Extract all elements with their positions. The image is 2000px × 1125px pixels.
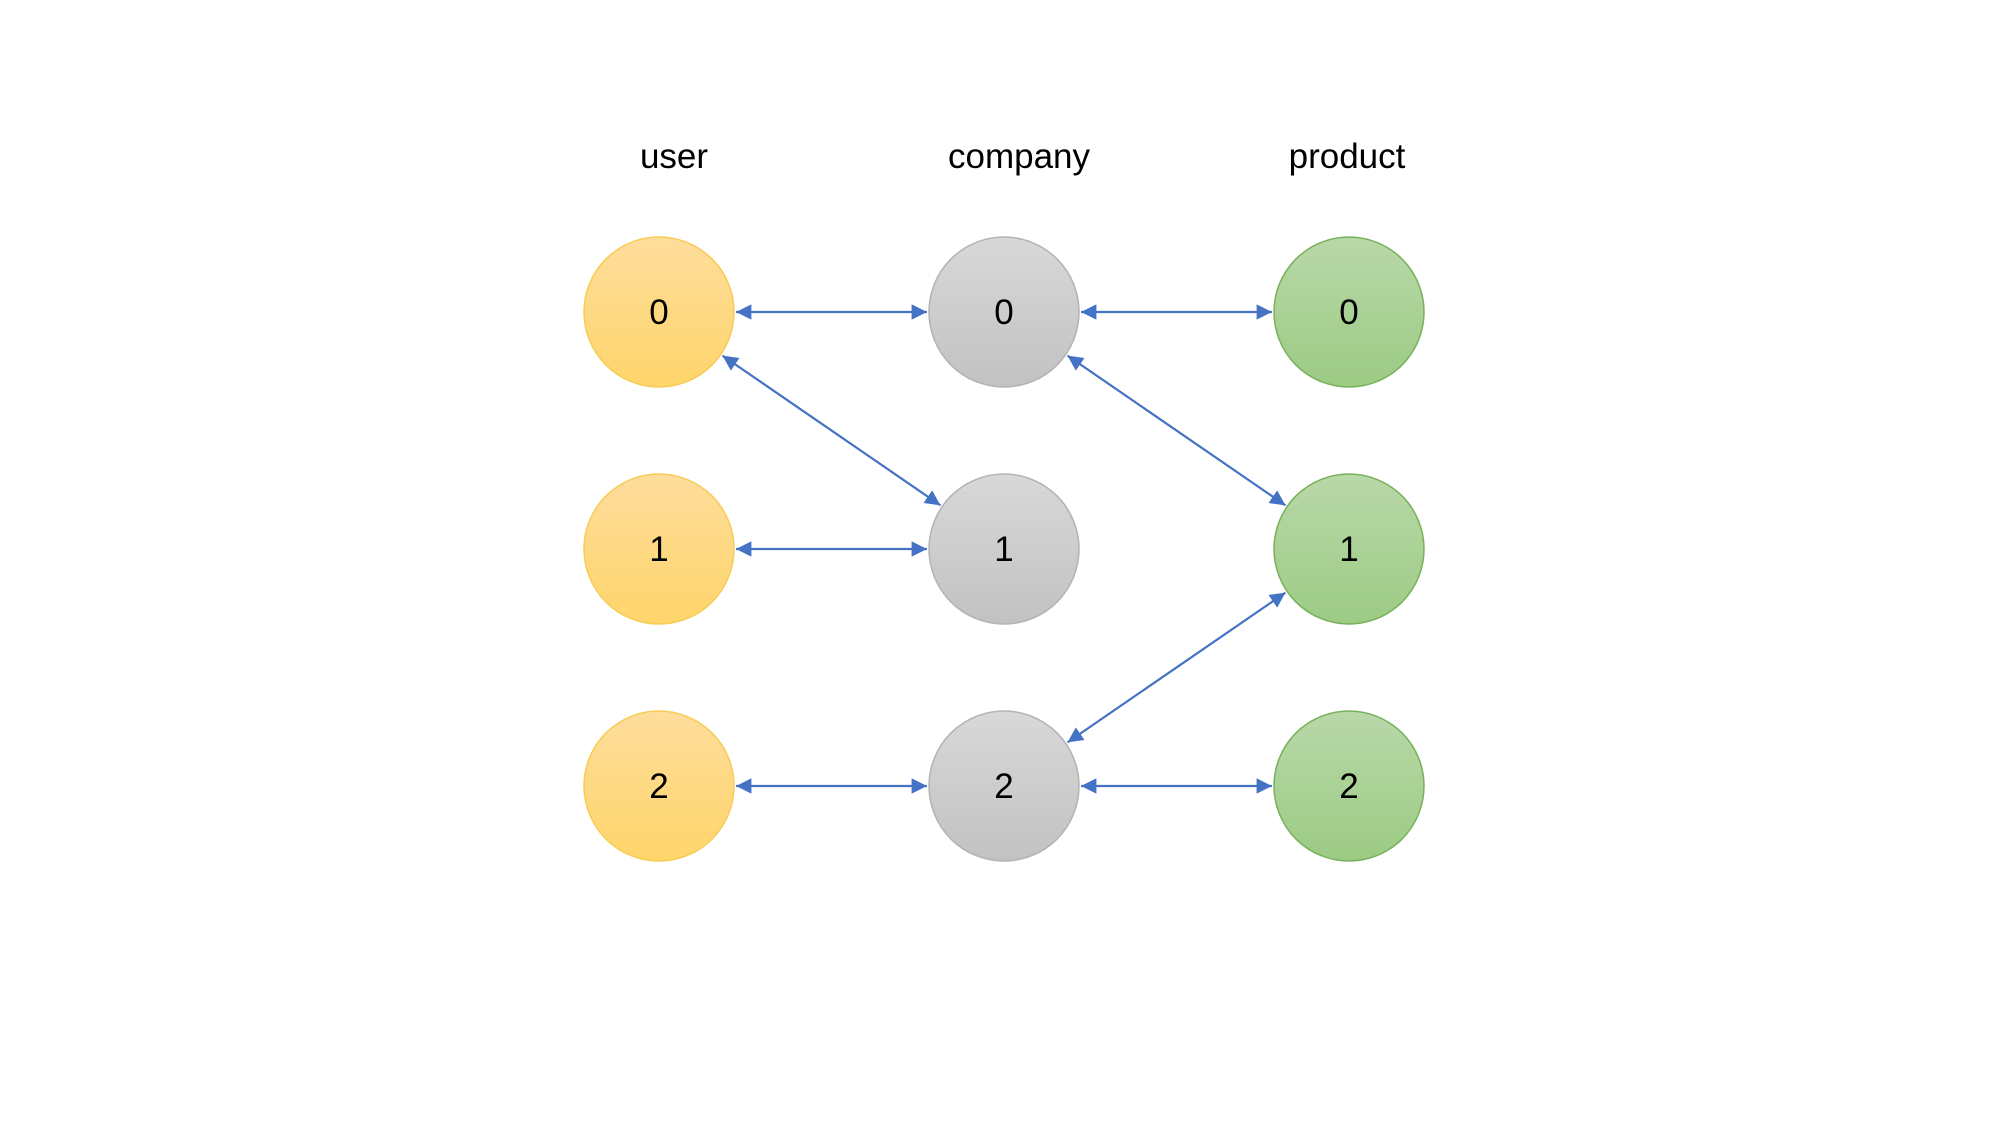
node-circle-product-1 [1273,473,1425,625]
node-label-product-1: 1 [1339,530,1358,569]
node-user-0: 0 [583,236,735,388]
node-circle-company-1 [928,473,1080,625]
node-label-company-2: 2 [994,767,1013,806]
node-circle-product-0 [1273,236,1425,388]
node-user-2: 2 [583,710,735,862]
edge-user-0-company-1 [721,354,942,507]
node-label-user-1: 1 [649,530,668,569]
node-user-1: 1 [583,473,735,625]
edges [721,304,1287,794]
node-circle-company-2 [928,710,1080,862]
node-company-0: 0 [928,236,1080,388]
node-label-company-0: 0 [994,293,1013,332]
column-title-product: product [1289,137,1406,176]
node-circle-user-2 [583,710,735,862]
column-title-company: company [948,137,1091,176]
node-product-0: 0 [1273,236,1425,388]
node-company-2: 2 [928,710,1080,862]
node-circle-user-0 [583,236,735,388]
node-circle-user-1 [583,473,735,625]
node-circle-product-2 [1273,710,1425,862]
edge-company-2-product-1 [1066,591,1287,744]
node-company-1: 1 [928,473,1080,625]
node-label-user-2: 2 [649,767,668,806]
nodes: 0 1 2 0 1 2 0 1 2 [583,236,1425,862]
edge-company-0-product-1 [1066,354,1287,507]
node-product-1: 1 [1273,473,1425,625]
node-circle-company-0 [928,236,1080,388]
column-title-user: user [640,137,708,176]
node-label-product-2: 2 [1339,767,1358,806]
node-label-product-0: 0 [1339,293,1358,332]
node-label-company-1: 1 [994,530,1013,569]
node-label-user-0: 0 [649,293,668,332]
node-product-2: 2 [1273,710,1425,862]
